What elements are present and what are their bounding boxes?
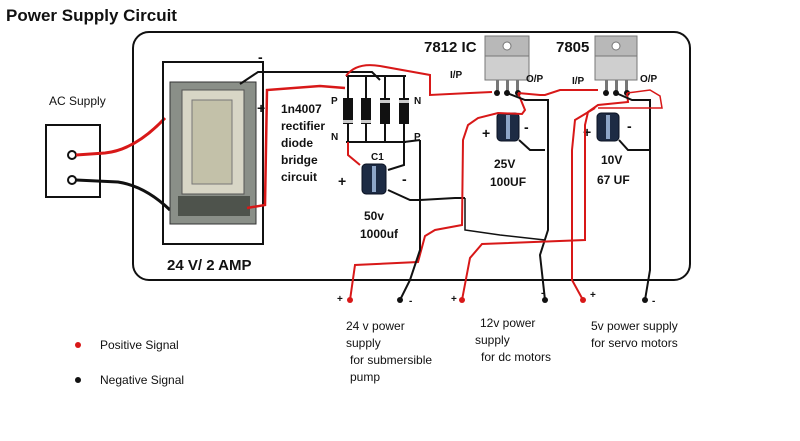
output-5v-plus: + xyxy=(590,290,596,301)
output-5v-neg-dot xyxy=(642,297,648,303)
legend-positive-label: Positive Signal xyxy=(100,338,179,352)
capacitor-c1: C1 + - 50v 1000uf xyxy=(338,152,407,241)
wire-24v-neg xyxy=(399,200,421,301)
wire-24v-pos xyxy=(349,92,527,301)
capacitor-7812-value: 25V 100UF xyxy=(490,157,526,189)
wire-5v-pos xyxy=(571,107,596,301)
capacitor-7812-plus: + xyxy=(482,125,490,141)
ground-bus xyxy=(419,197,465,201)
transformer-frame xyxy=(162,61,264,245)
ac-live-wire xyxy=(75,116,167,157)
output-12v-plus: + xyxy=(451,294,457,305)
capacitor-7812-minus: - xyxy=(524,119,529,135)
output-5v-pos-dot xyxy=(580,297,586,303)
transformer: 24 V/ 2 AMP - + xyxy=(162,49,265,274)
capacitor-7812-neg-lead xyxy=(518,139,545,151)
transformer-pos-wire xyxy=(246,84,346,210)
regulator-7805-input: I/P xyxy=(572,76,585,87)
diode-1 xyxy=(343,76,353,142)
capacitor-c1-stripe xyxy=(372,166,376,192)
regulator-7812: 7812 IC I/P O/P xyxy=(424,35,544,96)
transformer-winding xyxy=(191,99,233,185)
socket-outline xyxy=(45,124,101,198)
wire-12v-to-7805 xyxy=(517,89,598,96)
diode-2 xyxy=(361,76,371,142)
regulator-7812-body xyxy=(484,55,530,81)
bridge-label-n-top: N xyxy=(414,96,421,107)
capacitor-7805-plus: + xyxy=(583,124,591,140)
bridge-rectifier: P N N P xyxy=(331,75,421,143)
regulator-7812-name: 7812 IC xyxy=(424,39,477,56)
output-5v-description: 5v power supply for servo motors xyxy=(591,319,681,350)
output-12v-neg-dot xyxy=(542,297,548,303)
transformer-minus-sign: - xyxy=(258,49,263,65)
wire-12v-neg xyxy=(506,92,549,301)
capacitor-c1-minus: - xyxy=(402,171,407,187)
output-24v-neg-dot xyxy=(397,297,403,303)
output-12v: + - 12v power supply for dc motors xyxy=(451,288,551,364)
capacitor-7805-minus: - xyxy=(627,118,632,134)
output-5v: + - 5v power supply for servo motors xyxy=(580,290,681,350)
ground-bus-link xyxy=(387,139,421,201)
output-24v: + - 24 v power supply for submersible pu… xyxy=(337,294,435,384)
diode-3 xyxy=(380,76,390,142)
bridge-label-n-bottom: N xyxy=(331,132,338,143)
diode-4 xyxy=(399,76,409,142)
regulator-7805: 7805 I/P O/P xyxy=(556,35,658,96)
output-24v-pos-dot xyxy=(347,297,353,303)
circuit-enclosure xyxy=(132,31,691,281)
capacitor-7805-value: 10V 67 UF xyxy=(597,153,630,187)
output-5v-minus: - xyxy=(652,296,655,307)
legend: Positive Signal Negative Signal xyxy=(75,338,184,387)
legend-positive-dot xyxy=(75,342,81,348)
diagram-title: Power Supply Circuit xyxy=(6,6,177,25)
c1-neg-lead xyxy=(387,142,405,171)
rectifier-description: 1n4007 rectifier diode bridge circuit xyxy=(281,102,328,184)
wire-5v-output xyxy=(598,89,663,109)
regulator-7812-hole xyxy=(502,41,512,51)
capacitor-7805: + - 10V 67 UF xyxy=(583,112,632,187)
capacitor-c1-id: C1 xyxy=(371,152,384,163)
rectified-pos-to-7812 xyxy=(345,64,493,97)
output-24v-description: 24 v power supply for submersible pump xyxy=(346,319,435,384)
bridge-label-p-bottom: P xyxy=(414,132,421,143)
capacitor-c1-value: 50v 1000uf xyxy=(360,209,399,241)
transformer-rating: 24 V/ 2 AMP xyxy=(167,257,251,274)
regulator-7805-output: O/P xyxy=(640,74,658,85)
regulator-7812-output: O/P xyxy=(526,74,544,85)
transformer-neg-wire xyxy=(239,71,381,85)
output-12v-pos-dot xyxy=(459,297,465,303)
output-12v-description: 12v power supply for dc motors xyxy=(475,316,551,364)
ground-bus-extension xyxy=(464,198,546,241)
output-24v-plus: + xyxy=(337,294,343,305)
socket-pin-live xyxy=(67,150,77,160)
wire-12v-pos xyxy=(461,92,630,301)
bridge-label-p-top: P xyxy=(331,96,338,107)
wire-5v-neg xyxy=(615,92,651,301)
transformer-base xyxy=(178,196,250,216)
output-24v-minus: - xyxy=(409,296,412,307)
capacitor-7805-neg-lead xyxy=(618,139,650,151)
output-12v-minus: - xyxy=(541,288,544,299)
ac-neutral-wire xyxy=(75,178,172,212)
socket-pin-neutral xyxy=(67,175,77,185)
ac-supply-label: AC Supply xyxy=(49,94,106,108)
capacitor-c1-plus: + xyxy=(338,173,346,189)
legend-negative-label: Negative Signal xyxy=(100,373,184,387)
transformer-plus-sign: + xyxy=(257,100,265,116)
regulator-7812-input: I/P xyxy=(450,70,463,81)
bridge-rails xyxy=(346,75,406,143)
c1-pos-lead xyxy=(347,142,361,166)
regulator-7805-name: 7805 xyxy=(556,39,589,56)
regulator-7805-body xyxy=(594,55,638,81)
legend-negative-dot xyxy=(75,377,81,383)
capacitor-7812: + - 25V 100UF xyxy=(482,112,529,189)
